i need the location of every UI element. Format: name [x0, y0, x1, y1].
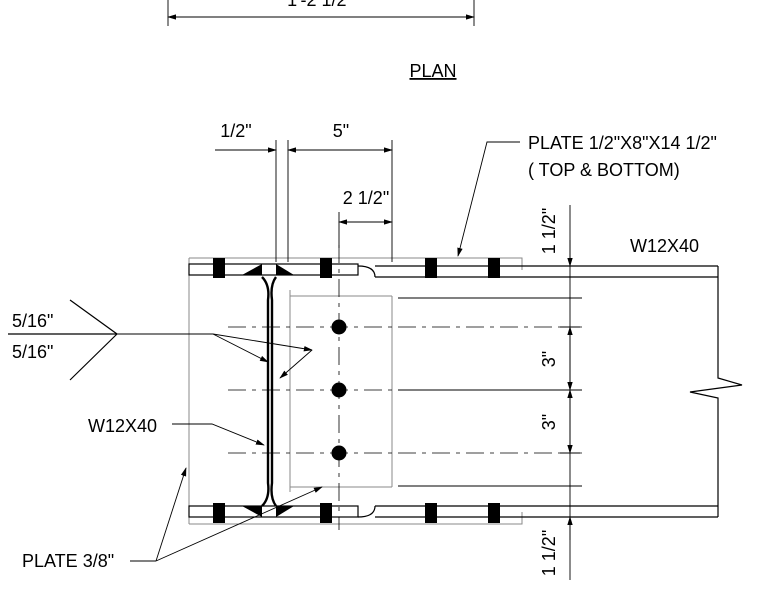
plate-bottom-callout: PLATE 3/8" [22, 467, 323, 571]
plate-bottom-label: PLATE 3/8" [22, 551, 114, 571]
weld-size-bottom: 5/16" [12, 342, 53, 362]
top-overall-dimension: 1'-2 1/2" [167, 0, 475, 26]
weld-size-top: 5/16" [12, 311, 53, 331]
dim-two-half: 2 1/2" [338, 188, 393, 248]
dim-three-b-text: 3" [539, 414, 559, 430]
column-web [261, 276, 277, 507]
beam-label: W12X40 [630, 236, 699, 256]
top-dimension-text: 1'-2 1/2" [287, 0, 353, 10]
dim-two-half-text: 2 1/2" [343, 188, 389, 208]
weld-symbol: 5/16" 5/16" [8, 299, 313, 381]
plan-title: PLAN [409, 61, 456, 81]
plate-top-label-line1: PLATE 1/2"X8"X14 1/2" [528, 133, 717, 153]
flange-plate-top [188, 258, 500, 278]
dim-one-half-top-text: 1 1/2" [539, 208, 559, 254]
column-callout: W12X40 [88, 416, 265, 446]
vertical-dimension-string: 1 1/2" 3" 3" 1 1/2" [539, 205, 580, 580]
dim-three-a-text: 3" [539, 351, 559, 367]
dim-half-text: 1/2" [220, 121, 251, 141]
beam-w12x40-right [357, 265, 743, 518]
dim-half-and-five: 1/2" 5" [215, 121, 393, 262]
dim-five-text: 5" [333, 121, 349, 141]
bolt-centerlines [228, 245, 582, 530]
bolts [331, 319, 347, 461]
dim-one-half-bottom-text: 1 1/2" [539, 530, 559, 576]
plate-top-callout: PLATE 1/2"X8"X14 1/2" ( TOP & BOTTOM) [457, 133, 717, 257]
plate-top-label-line2: ( TOP & BOTTOM) [528, 160, 680, 180]
column-label: W12X40 [88, 416, 157, 436]
flange-plate-bottom [188, 503, 500, 523]
